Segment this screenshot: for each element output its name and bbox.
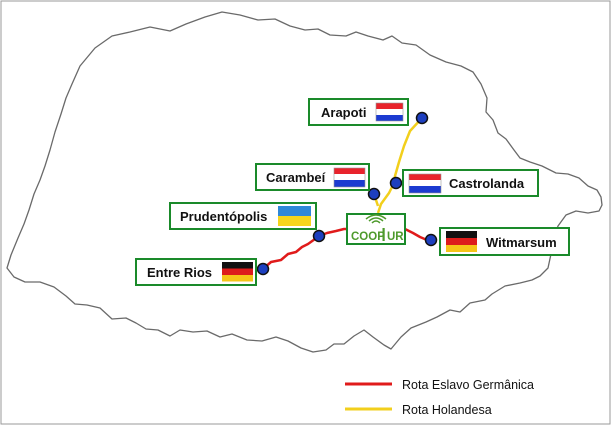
arapoti-label[interactable]: Arapoti xyxy=(308,98,409,126)
logo-text-left: COOP xyxy=(351,231,385,243)
castrolanda-marker[interactable] xyxy=(389,176,403,190)
ukraine-flag-icon xyxy=(278,206,311,226)
prudentopolis-marker[interactable] xyxy=(312,229,326,243)
netherlands-flag-icon xyxy=(375,102,404,122)
entre-rios-label[interactable]: Entre Rios xyxy=(135,258,257,286)
castrolanda-label[interactable]: Castrolanda xyxy=(402,169,539,197)
entre-rios-name: Entre Rios xyxy=(147,265,212,280)
castrolanda-name: Castrolanda xyxy=(449,176,525,191)
germany-flag-icon xyxy=(222,262,253,282)
slavic-germanic-route xyxy=(262,227,350,270)
carambei-marker[interactable] xyxy=(367,187,381,201)
netherlands-flag-icon xyxy=(408,173,442,194)
prudentopolis-label[interactable]: Prudentópolis xyxy=(169,202,317,230)
witmarsum-label[interactable]: Witmarsum xyxy=(439,227,570,256)
legend: Rota Eslavo Germânica Rota Holandesa xyxy=(345,378,534,417)
legend-yellow-route-label: Rota Holandesa xyxy=(402,403,492,417)
entre-rios-marker[interactable] xyxy=(256,262,270,276)
netherlands-flag-icon xyxy=(333,167,366,188)
carambei-name: Carambeí xyxy=(266,170,326,185)
logo-text-right: UR xyxy=(387,231,404,243)
witmarsum-marker[interactable] xyxy=(424,233,438,247)
prudentopolis-name: Prudentópolis xyxy=(180,209,267,224)
legend-red-route-label: Rota Eslavo Germânica xyxy=(402,378,534,392)
logo-box xyxy=(346,213,406,245)
logo-t-stem xyxy=(382,228,385,241)
carambei-label[interactable]: Carambeí xyxy=(255,163,370,191)
arapoti-name: Arapoti xyxy=(321,105,367,120)
arapoti-marker[interactable] xyxy=(415,111,429,125)
signal-icon xyxy=(365,214,387,224)
witmarsum-name: Witmarsum xyxy=(486,235,557,250)
germany-flag-icon xyxy=(446,231,477,252)
city-markers xyxy=(256,111,438,276)
cooptur-logo: COOP UR xyxy=(346,213,406,245)
